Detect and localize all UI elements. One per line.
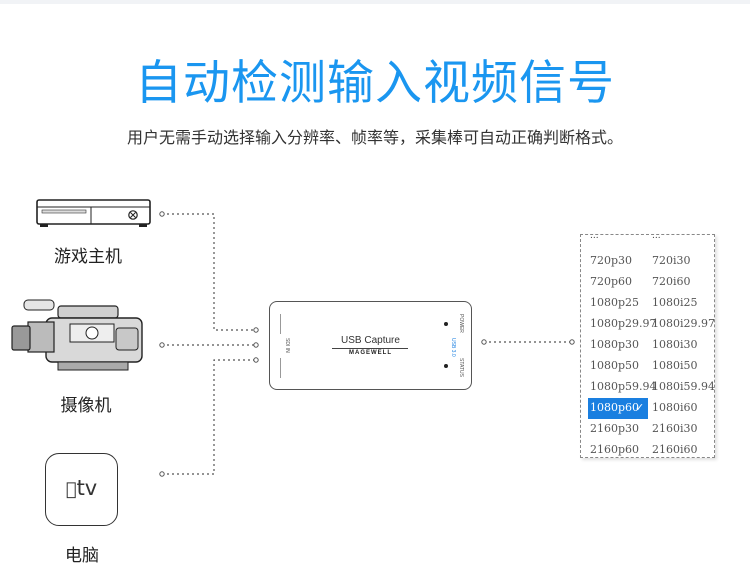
- more-indicator: ...: [652, 231, 661, 241]
- progressive-option[interactable]: 1080p50: [590, 359, 640, 372]
- status-led: [444, 364, 448, 368]
- interlaced-option[interactable]: 720i60: [652, 275, 691, 288]
- apple-logo-icon: : [66, 479, 77, 500]
- resolution-row: 1080p50 1080i50: [581, 356, 716, 377]
- game-console-icon: [36, 199, 151, 227]
- progressive-option[interactable]: 1080p25: [590, 296, 640, 309]
- resolution-row: 2160p60 2160i60: [581, 440, 716, 461]
- usb3-label: USB 3.0: [450, 338, 456, 357]
- interlaced-option[interactable]: 1080i30: [652, 338, 698, 351]
- apple-tv-icon: tv: [45, 453, 118, 526]
- computer-line: [162, 359, 256, 475]
- progressive-option[interactable]: 720p30: [590, 254, 633, 267]
- console-line: [162, 213, 256, 331]
- resolution-row: 1080p30 1080i30: [581, 335, 716, 356]
- device-model-label: USB Capture: [341, 335, 400, 346]
- interlaced-option[interactable]: 1080i25: [652, 296, 698, 309]
- top-strip: [0, 0, 750, 4]
- selected-resolution-option[interactable]: 1080p60: [590, 401, 640, 414]
- resolution-row: 720p30 720i30: [581, 251, 716, 272]
- progressive-option[interactable]: 1080p59.94: [590, 380, 657, 393]
- progressive-option[interactable]: 2160p30: [590, 422, 640, 435]
- label-camcorder: 摄像机: [60, 396, 112, 416]
- resolution-row: 1080p60 ✓ 1080i60: [581, 398, 716, 419]
- status-label: STATUS: [458, 358, 464, 377]
- appletv-logo-text: tv: [71, 476, 98, 500]
- brand-logo: MAGEWELL: [349, 350, 392, 356]
- usb-capture-device: SDI IN USB Capture MAGEWELL POWER STATUS…: [269, 301, 472, 390]
- resolution-list: ... ... 720p30 720i30 720p60 720i60 1080…: [580, 231, 716, 461]
- progressive-option[interactable]: 720p60: [590, 275, 633, 288]
- interlaced-option[interactable]: 1080i50: [652, 359, 698, 372]
- page-subtitle: 用户无需手动选择输入分辨率、帧率等，采集棒可自动正确判断格式。: [126, 128, 623, 147]
- progressive-option[interactable]: 1080p30: [590, 338, 640, 351]
- interlaced-option[interactable]: 1080i29.97: [652, 317, 716, 330]
- interlaced-option[interactable]: 1080i59.94: [652, 380, 716, 393]
- resolution-row: 1080p59.94 1080i59.94: [581, 377, 716, 398]
- resolution-row: 1080p29.97 1080i29.97: [581, 314, 716, 335]
- page-title: 自动检测输入视频信号: [135, 56, 615, 111]
- label-game-console: 游戏主机: [54, 247, 122, 267]
- resolution-row: 1080p25 1080i25: [581, 293, 716, 314]
- progressive-option[interactable]: 1080p29.97: [590, 317, 657, 330]
- interlaced-option[interactable]: 720i30: [652, 254, 691, 267]
- camcorder-icon: [11, 299, 143, 371]
- selected-highlight: [588, 398, 648, 419]
- resolution-row: 2160p30 2160i30: [581, 419, 716, 440]
- interlaced-option[interactable]: 2160i60: [652, 443, 698, 456]
- more-indicator: ...: [590, 231, 599, 241]
- checkmark-icon: ✓: [635, 401, 645, 414]
- resolution-row: 720p60 720i60: [581, 272, 716, 293]
- power-label: POWER: [458, 314, 464, 333]
- label-computer: 电脑: [65, 546, 99, 566]
- progressive-option[interactable]: 2160p60: [590, 443, 640, 456]
- power-led: [444, 322, 448, 326]
- interlaced-option[interactable]: 1080i60: [652, 401, 698, 414]
- interlaced-option[interactable]: 2160i30: [652, 422, 698, 435]
